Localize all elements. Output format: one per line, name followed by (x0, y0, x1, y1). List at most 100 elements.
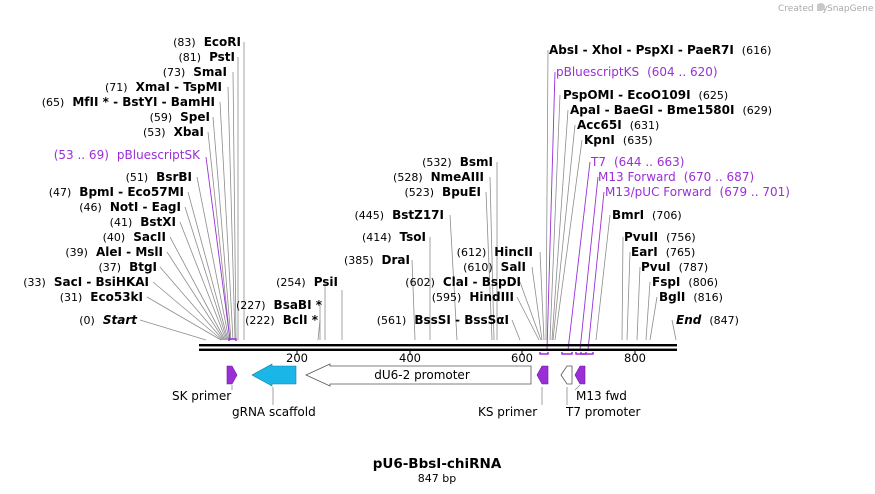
m13-fwd-arrow[interactable] (574, 365, 586, 385)
site-name[interactable]: EcoRI (204, 35, 241, 49)
primer-name[interactable]: M13 Forward (598, 170, 676, 184)
tick-600: 600 (511, 351, 533, 365)
site-name[interactable]: PvuI (641, 260, 671, 274)
site-name[interactable]: BsaBI * (274, 298, 323, 312)
site-name[interactable]: BtgI (129, 260, 157, 274)
svg-text:(59)SpeI: (59) SpeI (150, 110, 210, 124)
svg-text:(414)TsoI: (414)TsoI (362, 230, 426, 244)
svg-text:(0)Start: (0)Start (79, 313, 138, 327)
site-name[interactable]: TsoI (400, 230, 426, 244)
grna-scaffold-arrow[interactable] (251, 363, 297, 387)
site-name[interactable]: SpeI (180, 110, 210, 124)
site-name[interactable]: SacI - BsiHKAI (54, 275, 149, 289)
site-name[interactable]: EarI (631, 245, 658, 259)
site-name[interactable]: SmaI (193, 65, 227, 79)
ks-primer-label: KS primer (478, 405, 537, 419)
site-pos: (561) (377, 314, 407, 327)
svg-text:T7(644 .. 663): T7 (644 .. 663) (590, 155, 684, 169)
site-name[interactable]: BssSI - BssSαI (414, 313, 509, 327)
svg-text:AbsI - XhoI - PspXI - PaeR7: AbsI - XhoI - PspXI - PaeR7I(616) (549, 43, 771, 57)
svg-text:EarI(765): EarI(765) (631, 245, 695, 259)
svg-text:ApaI - BaeGI - Bme1580I(629): ApaI - BaeGI - Bme1580I (629) (570, 103, 772, 117)
site-name[interactable]: BclI * (283, 313, 319, 327)
svg-text:(40)SacII: (40)SacII (103, 230, 166, 244)
site-name[interactable]: KpnI (584, 133, 615, 147)
site-name[interactable]: HincII (494, 245, 533, 259)
site-pos: (787) (679, 261, 709, 274)
site-name[interactable]: BglI (659, 290, 685, 304)
svg-text:(532)BsmI: (532) BsmI (422, 155, 493, 169)
site-name[interactable]: XbaI (174, 125, 204, 139)
site-pos: (602) (405, 276, 435, 289)
site-name[interactable]: PvuII (624, 230, 658, 244)
site-name[interactable]: AbsI - XhoI - PspXI - PaeR7I (549, 43, 734, 57)
site-pos: (706) (652, 209, 682, 222)
primer-name[interactable]: T7 (590, 155, 606, 169)
site-name[interactable]: BstZ17I (392, 208, 444, 222)
du6-promoter-arrow[interactable] (305, 363, 532, 387)
site-name[interactable]: ApaI - BaeGI - Bme1580I (570, 103, 734, 117)
leader-lines (139, 42, 677, 341)
site-name[interactable]: NotI - EagI (110, 200, 181, 214)
svg-text:(83)EcoRI: (83)EcoRI (173, 35, 241, 49)
site-name[interactable]: DraI (382, 253, 410, 267)
primer-brackets (228, 338, 594, 355)
svg-text:(53 .. 69)pBluescriptSK: (53 .. 69)pBluescriptSK (54, 148, 201, 162)
primer-name[interactable]: pBluescriptSK (117, 148, 201, 162)
site-name[interactable]: BstXI (140, 215, 176, 229)
du6-promoter-label: dU6-2 promoter (374, 368, 470, 382)
site-name[interactable]: AleI - MslI (96, 245, 163, 259)
svg-text:(595)HindIII: (595)HindIII (432, 290, 514, 304)
t7-promoter-arrow[interactable] (560, 365, 573, 385)
site-name[interactable]: PsiI (314, 275, 338, 289)
site-name[interactable]: XmaI - TspMI (136, 80, 222, 94)
svg-text:(51)BsrBI: (51)BsrBI (126, 170, 192, 184)
site-name[interactable]: SacII (133, 230, 166, 244)
site-name[interactable]: NmeAIII (431, 170, 484, 184)
ks-primer-arrow[interactable] (536, 365, 549, 385)
site-name[interactable]: BsmI (460, 155, 493, 169)
site-pos: (612) (457, 246, 487, 259)
site-name[interactable]: BmrI (612, 208, 644, 222)
site-name[interactable]: HindIII (469, 290, 514, 304)
site-name[interactable]: Acc65I (577, 118, 622, 132)
svg-text:M13/pUC Forward(679 .. 701): M13/pUC Forward (679 .. 701) (605, 185, 790, 199)
site-name[interactable]: ClaI - BspDI (443, 275, 521, 289)
svg-text:(254)PsiI: (254)PsiI (276, 275, 338, 289)
site-pos: (37) (98, 261, 121, 274)
svg-text:(602)ClaI - BspDI: (602) ClaI - BspDI (405, 275, 521, 289)
site-pos: (59) (150, 111, 173, 124)
site-pos: (39) (65, 246, 88, 259)
site-pos: (816) (693, 291, 723, 304)
site-name[interactable]: PstI (209, 50, 235, 64)
svg-text:(39)AleI - MslI: (39) AleI - MslI (65, 245, 163, 259)
sk-primer-arrow[interactable] (226, 365, 238, 385)
site-pos: (532) (422, 156, 452, 169)
svg-text:End(847): End(847) (676, 313, 739, 327)
site-pos: (41) (110, 216, 133, 229)
primer-name[interactable]: M13/pUC Forward (605, 185, 712, 199)
site-pos: (53) (143, 126, 166, 139)
start-label: Start (103, 313, 138, 327)
primer-name[interactable]: pBluescriptKS (556, 65, 639, 79)
svg-text:(222)BclI *: (222)BclI * (245, 313, 319, 327)
site-name[interactable]: BsrBI (156, 170, 192, 184)
primer-pos: (679 .. 701) (720, 185, 790, 199)
site-name[interactable]: PspOMI - EcoO109I (563, 88, 691, 102)
site-name[interactable]: MfII * - BstYI - BamHI (72, 95, 215, 109)
site-name[interactable]: FspI (652, 275, 680, 289)
snapgene-logo-icon (817, 3, 825, 11)
site-name[interactable]: BpuEI (442, 185, 481, 199)
end-label: End (676, 313, 702, 327)
svg-text:(47)BpmI - Eco57MI: (47)BpmI - Eco57MI (49, 185, 184, 199)
site-name[interactable]: Eco53kI (90, 290, 143, 304)
svg-text:BmrI(706): BmrI (706) (612, 208, 682, 222)
primer-pos: (644 .. 663) (614, 155, 684, 169)
site-pos: (629) (742, 104, 772, 117)
tick-400: 400 (399, 351, 421, 365)
svg-text:(612)HincII: (612) HincII (457, 245, 533, 259)
site-name[interactable]: BpmI - Eco57MI (79, 185, 184, 199)
grna-scaffold-label: gRNA scaffold (232, 405, 316, 419)
site-name[interactable]: SalI (501, 260, 526, 274)
primer-pos: (670 .. 687) (684, 170, 754, 184)
